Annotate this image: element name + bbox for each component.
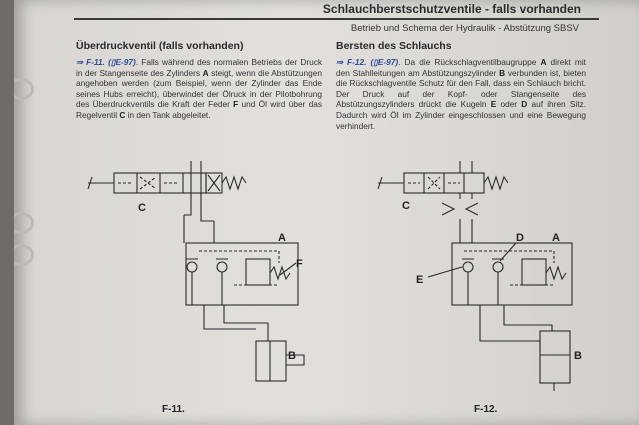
diagram-label-d: D (516, 232, 524, 244)
diagram-label-a: A (278, 232, 286, 244)
figure-caption-f11: F-11. (162, 404, 185, 415)
diagram-label-a: A (552, 232, 560, 244)
hydraulic-diagram-f11: C A F B (87, 161, 305, 382)
diagram-label-e: E (416, 274, 423, 286)
page-header-subtitle: Betrieb und Schema der Hydraulik - Abstü… (350, 23, 579, 34)
manual-page: Schlauchberstschutzventile - falls vorha… (14, 0, 639, 425)
diagram-label-f: F (296, 258, 303, 270)
left-section-title: Überdruckventil (falls vorhanden) (76, 40, 244, 52)
header-divider (74, 18, 599, 20)
figure-reference-link[interactable]: ⇒ F-11. (▯E-97) (76, 57, 136, 67)
lever-symbol (87, 176, 114, 190)
label-pointer-arrow (427, 266, 463, 278)
spring-symbol (221, 175, 247, 191)
diagram-label-c: C (138, 202, 146, 214)
binder-ring (14, 244, 34, 266)
figure-reference-link[interactable]: ⇒ F-12. (▯E-97) (336, 57, 399, 67)
label-pointer-arrow (279, 262, 297, 276)
diagram-label-b: B (574, 350, 582, 362)
broken-hose-symbol (441, 202, 479, 216)
diagram-label-c: C (402, 200, 410, 212)
hydraulic-diagram-f12: C A D E B (377, 161, 582, 391)
cylinder-body (255, 340, 287, 382)
document-icon: ▯ (373, 57, 378, 67)
diagram-label-b: B (288, 350, 296, 362)
check-valve-block (451, 242, 573, 306)
figure-caption-f12: F-12. (474, 404, 498, 415)
binder-ring (14, 78, 34, 100)
page-header-title: Schlauchberstschutzventile - falls vorha… (322, 2, 581, 16)
right-section-title: Bersten des Schlauchs (336, 40, 452, 52)
spring-symbol (483, 175, 509, 191)
label-pointer-arrow (499, 242, 517, 262)
lever-symbol (377, 176, 404, 190)
right-section-paragraph: ⇒ F-12. (▯E-97). Da die Rückschlagventil… (336, 57, 587, 131)
cylinder-body (539, 330, 571, 384)
left-section-paragraph: ⇒ F-11. (▯E-97). Falls während des norma… (76, 57, 322, 120)
binder-ring (14, 212, 34, 234)
document-icon: ▯ (110, 57, 116, 67)
check-valve-block (185, 242, 299, 306)
